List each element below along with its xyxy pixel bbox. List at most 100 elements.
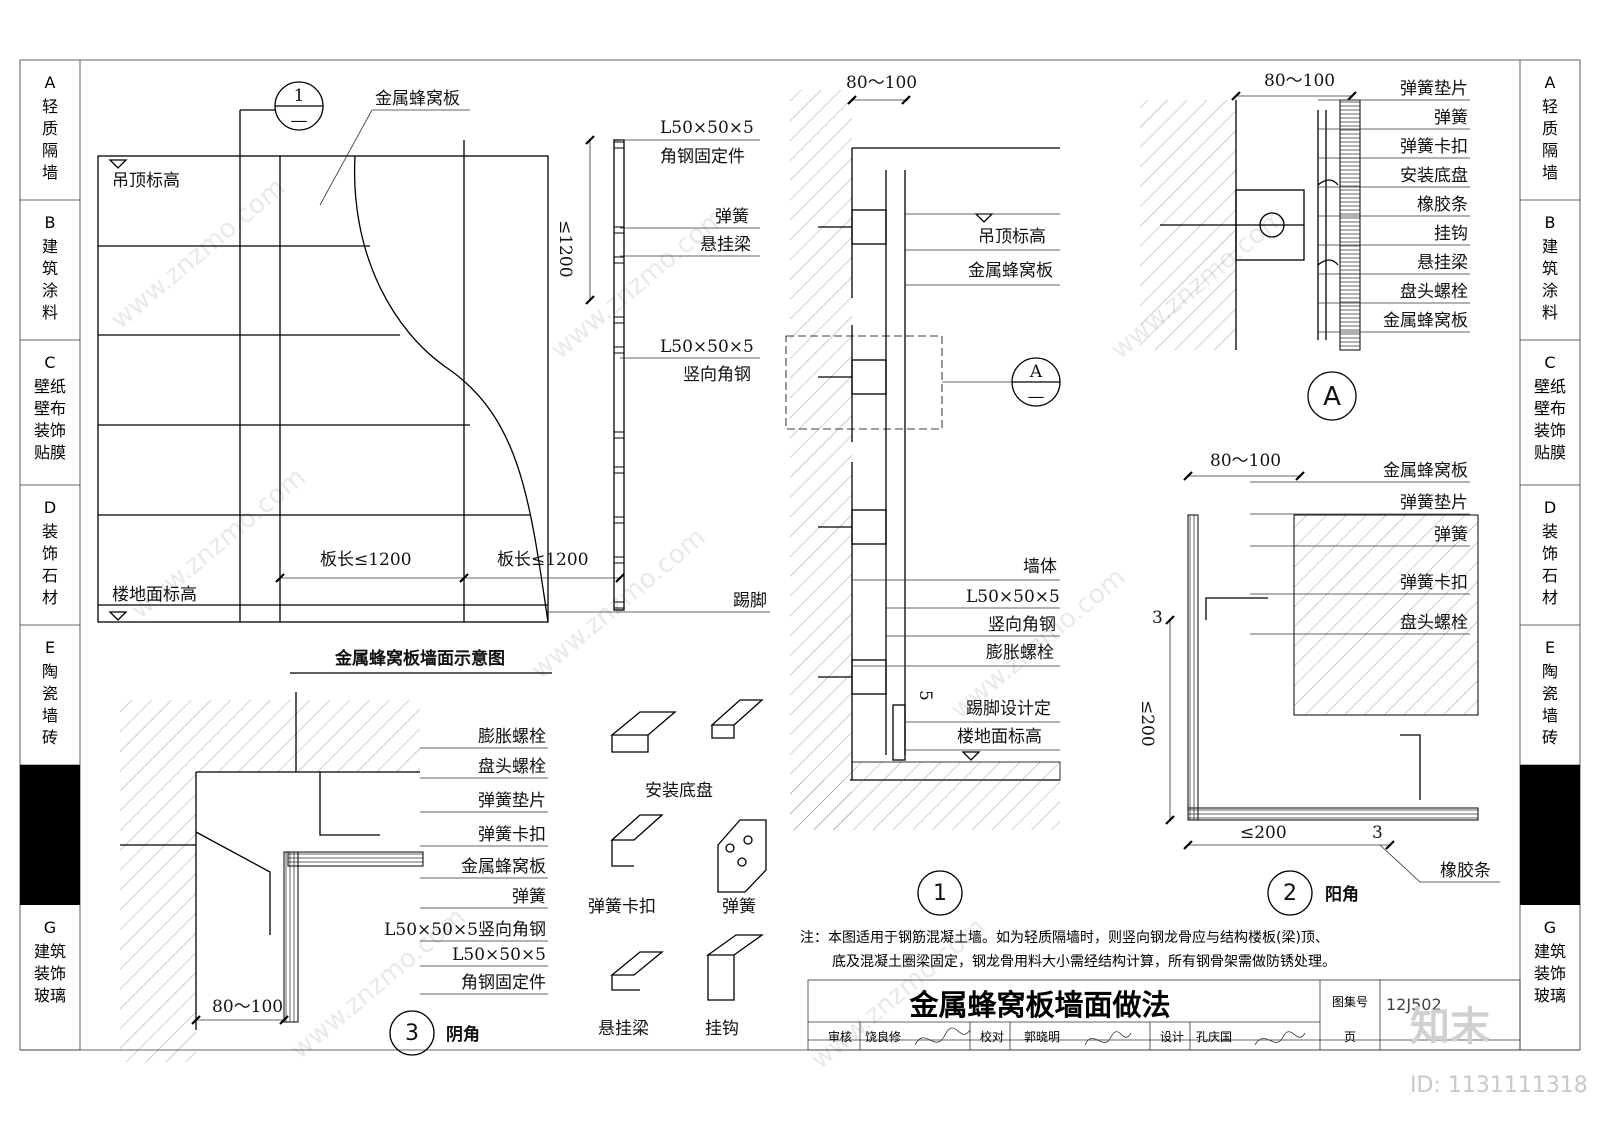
spring-label: 弹簧	[715, 207, 749, 227]
elevation-title: 金属蜂窝板墙面示意图	[334, 648, 505, 669]
id-watermark: ID: 1131111318	[1410, 1073, 1588, 1098]
detail2-dim3b: 3	[1372, 823, 1383, 843]
side-tab-label: 砖	[1542, 728, 1558, 747]
side-tab-label: 装	[42, 522, 58, 541]
side-tab-label: 料	[42, 303, 58, 322]
side-tab-label: 装饰	[1534, 421, 1566, 440]
side-tab-label: 隔	[42, 141, 58, 160]
side-tab-letter: A	[1545, 73, 1556, 92]
panel-length-1: 板长≤1200	[320, 550, 412, 570]
side-tab-label: 筑	[1542, 259, 1558, 278]
detail2-label: 盘头螺栓	[1400, 613, 1468, 633]
floor-level-label: 楼地面标高	[112, 585, 197, 605]
section-1-drawing: 80～100 吊顶标高 金属蜂窝板 A — 墙体 L50×50×5 竖向角钢 膨…	[785, 73, 1061, 916]
review-label: 审核	[828, 1029, 852, 1044]
side-tab-label: 壁纸	[34, 377, 66, 396]
side-tab-letter: C	[44, 353, 55, 372]
detail3-label: 盘头螺栓	[478, 757, 546, 777]
detail3-label: 弹簧	[512, 887, 546, 907]
side-tab-label: 壁纸	[1534, 377, 1566, 396]
note-line-2: 底及混凝土圈梁固定，钢龙骨用料大小需经结构计算，所有钢骨架需做防锈处理。	[832, 954, 1336, 970]
side-tab-letter: B	[45, 213, 56, 232]
side-tab-label: 轻	[42, 97, 58, 116]
detail2-dim-bottom: ≤200	[1240, 823, 1287, 843]
sheet-title: 金属蜂窝板墙面做法	[908, 988, 1170, 1022]
detail2-dim-left: ≤200	[1137, 700, 1157, 747]
side-tab-label: 筑	[42, 259, 58, 278]
watermark-text: www.znzmo.com	[525, 522, 711, 685]
detail3-label: 弹簧卡扣	[478, 825, 546, 845]
floor-slab	[851, 761, 1061, 781]
checker-name: 郭晓明	[1024, 1030, 1060, 1044]
detailA-label: 弹簧卡扣	[1400, 137, 1468, 157]
detail2-number-circle	[1267, 870, 1313, 916]
section1-panel: 金属蜂窝板	[968, 261, 1053, 281]
part-label-spring: 弹簧	[722, 897, 756, 917]
detail2-label: 金属蜂窝板	[1383, 461, 1468, 481]
side-tab-label: 陶	[1542, 662, 1558, 681]
reviewer-name: 饶良修	[865, 1029, 901, 1044]
honeycomb-panel	[1339, 99, 1361, 351]
side-tab-label: 饰	[42, 544, 58, 563]
elevation-drawing: 1 — 金属蜂窝板 吊顶标高 楼地面标高 板长≤1200 板长≤1200 ≤12…	[97, 81, 770, 674]
brand-watermark: 知末	[1410, 1004, 1490, 1050]
floor-hatch	[790, 780, 1060, 830]
detail2-rubber: 橡胶条	[1440, 861, 1491, 881]
side-tab-label: 质	[42, 119, 58, 138]
callout-A-letter: A	[1029, 362, 1043, 382]
section1-skirting: 踢脚设计定	[966, 699, 1051, 719]
side-tab-letter: B	[1545, 213, 1556, 232]
detail3-label: L50×50×5竖向角钢	[384, 920, 546, 940]
side-tab-label: 墙	[42, 163, 58, 182]
reviewer-signature	[914, 1027, 971, 1046]
vertical-angle-bar	[613, 139, 625, 611]
side-tab-label: 瓷	[1542, 684, 1558, 703]
part-label-base: 安装底盘	[645, 781, 713, 801]
mounting-base-part	[610, 699, 764, 753]
detail2-dim: 80～100	[1210, 451, 1281, 471]
side-tab-letter: D	[44, 498, 56, 517]
page-label: 页	[1344, 1030, 1356, 1044]
side-tab-letter: E	[45, 638, 55, 657]
detail-2-drawing: 80～100 ≤200 ≤200 3 3 金属蜂窝板弹簧垫片弹簧弹簧卡扣盘头螺栓…	[1137, 451, 1500, 916]
detail3-label: L50×50×5	[452, 945, 546, 965]
detail-A-marker	[785, 335, 943, 430]
title-block: 金属蜂窝板墙面做法 图集号 12J502 审核 饶良修 校对 郭晓明 设计 孔庆…	[807, 979, 1521, 1051]
side-tab-label: 砖	[42, 728, 58, 747]
detailA-label: 挂钩	[1434, 224, 1468, 244]
side-tab	[20, 765, 80, 905]
wall-hatch	[790, 90, 852, 830]
ceiling-level-label: 吊顶标高	[112, 171, 180, 191]
side-tab-label: 涂	[42, 281, 58, 300]
hanger-beam-part	[610, 951, 664, 991]
detail-3-drawing: 80～100 膨胀螺栓盘头螺栓弹簧垫片弹簧卡扣金属蜂窝板弹簧L50×50×5竖向…	[120, 692, 548, 1062]
section1-floor: 楼地面标高	[957, 727, 1042, 747]
detail2-label: 弹簧垫片	[1400, 493, 1468, 513]
detail3-label: 弹簧垫片	[478, 791, 546, 811]
note-line-1: 注：本图适用于钢筋混凝土墙。如为轻质隔墙时，则竖向钢龙骨应与结构楼板(梁)顶、	[800, 929, 1329, 946]
detail3-number-circle	[389, 1010, 435, 1056]
section1-angle-2: 竖向角钢	[988, 615, 1056, 635]
elevation-outline	[97, 155, 549, 623]
detailA-circle	[1307, 371, 1357, 421]
side-tab-label: 瓷	[42, 684, 58, 703]
detail3-number: 3	[405, 1021, 419, 1046]
part-label-clip: 弹簧卡扣	[588, 897, 656, 917]
side-tab-label: 贴膜	[34, 443, 66, 462]
callout-sub: —	[291, 111, 308, 131]
side-tab-label: 建筑	[1534, 942, 1566, 961]
callout-number: 1	[294, 86, 305, 106]
detailA-label: 金属蜂窝板	[1383, 311, 1468, 331]
side-tab-label: 料	[1542, 303, 1558, 322]
